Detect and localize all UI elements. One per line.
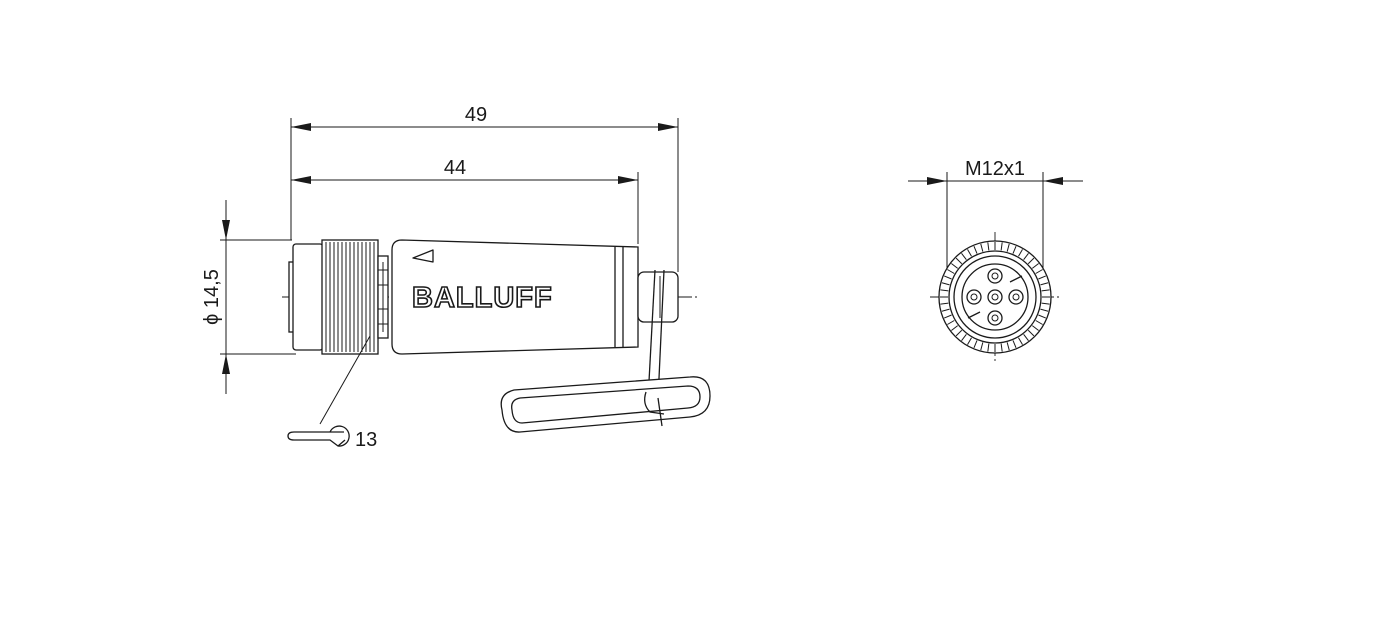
front-knurl-ridge bbox=[980, 243, 984, 252]
contact-pin-left bbox=[966, 289, 982, 305]
front-knurl-ridge bbox=[1023, 333, 1029, 341]
knurled-coupling-nut bbox=[321, 239, 379, 355]
front-knurl-ridge bbox=[955, 329, 963, 337]
front-knurl-ridge bbox=[1018, 249, 1023, 257]
front-knurl-ridge bbox=[1035, 269, 1043, 274]
front-knurl-ridge bbox=[943, 314, 952, 319]
wrench-size-label: 13 bbox=[355, 429, 377, 451]
front-knurl-ridge bbox=[947, 320, 955, 325]
connector-neck bbox=[377, 255, 389, 339]
front-knurl-ridge bbox=[940, 289, 949, 292]
front-knurl-ridge bbox=[943, 275, 952, 280]
front-view: M12x1 bbox=[908, 158, 1083, 362]
connector-body bbox=[391, 239, 639, 355]
side-view: 49 44 ϕ 14,5 bbox=[201, 104, 711, 451]
thread-label: M12x1 bbox=[965, 158, 1025, 180]
wrench-icon bbox=[287, 425, 350, 447]
front-knurl-ridge bbox=[961, 253, 967, 261]
front-knurl-ridge bbox=[1031, 263, 1039, 269]
front-knurl-ridge bbox=[961, 333, 967, 341]
coupling-nut-front bbox=[292, 243, 324, 351]
front-knurl-ridge bbox=[1000, 242, 1003, 251]
front-knurl-ridge bbox=[1006, 243, 1010, 252]
dimension-body-length: 44 bbox=[291, 157, 638, 184]
contact-pin-top bbox=[987, 268, 1003, 284]
contact-pin-bottom bbox=[987, 310, 1003, 326]
front-knurl-ridge bbox=[1027, 329, 1035, 337]
front-knurl-ridge bbox=[1031, 325, 1039, 331]
dimension-thread: M12x1 bbox=[908, 158, 1083, 280]
contact-pin-right bbox=[1008, 289, 1024, 305]
front-knurl-ridge bbox=[1023, 253, 1029, 261]
contact-insert bbox=[966, 268, 1024, 326]
dimension-diameter: ϕ 14,5 bbox=[201, 200, 296, 394]
front-knurled-ring bbox=[938, 240, 1052, 354]
front-knurl-ridge bbox=[1012, 340, 1017, 349]
front-knurl-ridge bbox=[1018, 337, 1023, 345]
brand-logo: BALLUFF bbox=[412, 282, 553, 314]
direction-arrow-icon bbox=[412, 249, 434, 263]
rear-cap bbox=[637, 271, 679, 323]
diameter-label: ϕ 14,5 bbox=[201, 269, 223, 325]
front-knurl-ridge bbox=[1035, 320, 1043, 325]
protective-cap-strap bbox=[500, 269, 711, 433]
contact-pin-center bbox=[987, 289, 1003, 305]
front-knurl-ridge bbox=[1000, 343, 1003, 352]
front-knurl-ridge bbox=[987, 343, 990, 352]
front-knurl-ridge bbox=[967, 249, 972, 257]
front-knurl-ridge bbox=[947, 269, 955, 274]
front-knurl-ridge bbox=[1041, 289, 1050, 292]
front-knurl-ridge bbox=[1027, 257, 1035, 265]
front-knurl-ridge bbox=[951, 325, 959, 331]
front-knurl-ridge bbox=[980, 342, 984, 351]
front-knurl-ridge bbox=[967, 337, 972, 345]
front-knurl-ridge bbox=[941, 308, 950, 312]
front-knurl-ridge bbox=[941, 282, 950, 286]
front-knurl-ridge bbox=[951, 263, 959, 269]
body-length-label: 44 bbox=[444, 157, 466, 179]
front-knurl-ridge bbox=[1038, 314, 1047, 319]
overall-length-label: 49 bbox=[465, 104, 487, 126]
front-knurl-ridge bbox=[955, 257, 963, 265]
dimension-overall-length: 49 bbox=[291, 104, 678, 131]
front-knurl-ridge bbox=[1038, 275, 1047, 280]
front-knurl-ridge bbox=[973, 340, 978, 349]
front-knurl-ridge bbox=[973, 245, 978, 254]
front-knurl-ridge bbox=[987, 242, 990, 251]
front-knurl-ridge bbox=[1006, 342, 1010, 351]
front-knurl-ridge bbox=[1040, 282, 1049, 286]
wrench-leader-line bbox=[319, 335, 371, 425]
front-knurl-ridge bbox=[1040, 308, 1049, 312]
front-knurl-ridge bbox=[940, 302, 949, 305]
front-knurl-ridge bbox=[1041, 302, 1050, 305]
front-knurl-ridge bbox=[1012, 245, 1017, 254]
